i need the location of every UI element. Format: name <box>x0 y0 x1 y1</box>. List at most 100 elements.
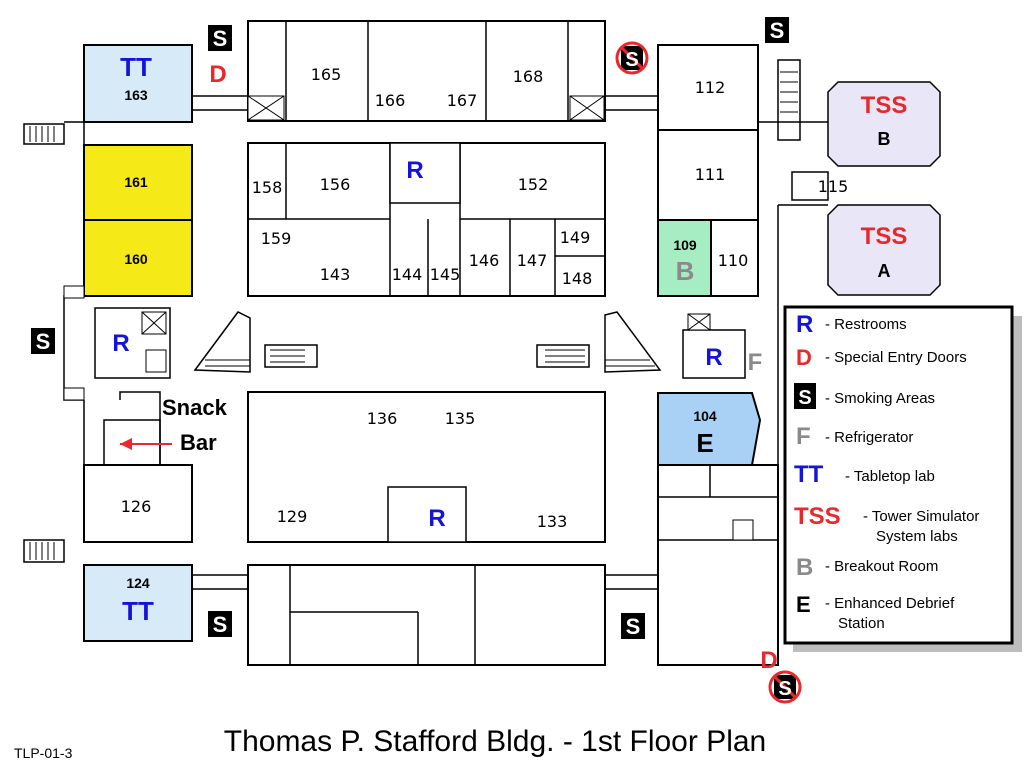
tt163-num: 163 <box>124 87 148 103</box>
east-corridor <box>758 59 829 630</box>
room-146-label: 146 <box>469 251 500 270</box>
b109-code: B <box>676 256 695 286</box>
legend-refrigerator: - Refrigerator <box>825 429 913 446</box>
tt124-code: TT <box>122 596 154 626</box>
room-126[interactable]: 126 <box>83 464 193 543</box>
room-161-label: 161 <box>124 174 148 190</box>
room-111[interactable]: 111 <box>657 129 759 221</box>
room-156-label: 156 <box>320 175 351 194</box>
legend-sym-door: D <box>796 345 812 370</box>
tssa-letter: A <box>878 261 891 281</box>
room-167-label: 167 <box>447 91 478 110</box>
legend-system-labs: System labs <box>876 528 958 545</box>
room-159-label: 159 <box>261 229 292 248</box>
east-south-rooms <box>657 464 779 666</box>
snack-bar[interactable]: Snack Bar <box>83 391 228 466</box>
room-145-label: 145 <box>430 265 461 284</box>
room-160-label: 160 <box>124 251 148 267</box>
room-160[interactable]: 160 <box>83 219 193 297</box>
bar-label: Bar <box>180 430 217 455</box>
room-136-label: 136 <box>367 409 398 428</box>
legend-sym-restroom: R <box>796 311 813 338</box>
restroom-west-label: R <box>112 330 129 357</box>
tssb-letter: B <box>878 129 891 149</box>
legend-enhanced-debrief: - Enhanced Debrief <box>825 595 955 612</box>
legend-sym-fridge: F <box>796 423 811 450</box>
slide-id: TLP-01-3 <box>14 745 73 761</box>
room-109-breakout[interactable]: 109 B <box>657 219 712 297</box>
room-148-label: 148 <box>562 269 593 288</box>
room-126-label: 126 <box>121 497 152 516</box>
room-112[interactable]: 112 <box>657 44 759 131</box>
refrigerator-label: F <box>748 349 763 376</box>
tt163-code: TT <box>120 52 152 82</box>
tssa-code: TSS <box>861 223 908 250</box>
west-wing-walls <box>23 121 85 563</box>
legend-sym-smoking: S <box>798 387 811 409</box>
room-111-label: 111 <box>695 165 726 184</box>
room-147-label: 147 <box>517 251 548 270</box>
west-restroom-block[interactable]: R <box>94 307 171 379</box>
room-165-label: 165 <box>311 65 342 84</box>
room-163-tabletop[interactable]: TT 163 <box>83 44 193 123</box>
restroom-east-label: R <box>705 344 722 371</box>
central-staircases <box>193 311 662 373</box>
legend-tower-sim: - Tower Simulator <box>863 508 979 525</box>
no-smoking-icon <box>768 670 802 704</box>
tt124-num: 124 <box>126 575 150 591</box>
legend-breakout: - Breakout Room <box>825 558 938 575</box>
smoking-area-markers <box>31 17 789 639</box>
south-block <box>247 564 606 666</box>
tss-lab-b[interactable]: TSS B <box>827 81 941 167</box>
room-129-label: 129 <box>277 507 308 526</box>
room-133-label: 133 <box>537 512 568 531</box>
room-110-label: 110 <box>718 251 749 270</box>
page-title: Thomas P. Stafford Bldg. - 1st Floor Pla… <box>224 725 767 758</box>
room-115-label: 115 <box>818 177 849 196</box>
room-152-label: 152 <box>518 175 549 194</box>
smoking-sw: S <box>213 612 228 637</box>
east-restroom-block[interactable]: R <box>682 313 746 379</box>
corridor-doors <box>192 95 658 590</box>
north-block <box>247 20 606 122</box>
room-168-label: 168 <box>513 67 544 86</box>
b109-num: 109 <box>673 237 697 253</box>
central-south-block <box>247 391 606 543</box>
legend-smoking: - Smoking Areas <box>825 390 935 407</box>
special-door-nw: D <box>209 61 226 88</box>
room-135-label: 135 <box>445 409 476 428</box>
room-110[interactable]: 110 <box>710 219 759 297</box>
tss-lab-a[interactable]: TSS A <box>827 204 941 296</box>
e104-num: 104 <box>693 408 717 424</box>
e104-code: E <box>696 428 713 458</box>
smoking-w: S <box>36 329 51 354</box>
snack-label: Snack <box>162 395 228 420</box>
restroom-south-label: R <box>428 505 445 532</box>
room-144-label: 144 <box>392 265 423 284</box>
smoking-nw: S <box>213 26 228 51</box>
no-smoking-south-s: S <box>778 678 791 700</box>
legend-restrooms: - Restrooms <box>825 316 907 333</box>
no-smoking-north-s: S <box>625 49 638 71</box>
special-door-se: D <box>760 647 777 674</box>
room-166-label: 166 <box>375 91 406 110</box>
room-104-enhanced-debrief[interactable]: 104 E <box>657 392 762 466</box>
room-161[interactable]: 161 <box>83 144 193 221</box>
legend-sym-breakout: B <box>796 554 813 581</box>
room-158-label: 158 <box>252 178 283 197</box>
smoking-se: S <box>626 614 641 639</box>
legend-sym-enhanced: E <box>796 592 811 617</box>
smoking-ne: S <box>770 18 785 43</box>
room-124-tabletop[interactable]: 124 TT <box>83 564 193 642</box>
legend-station: Station <box>838 615 885 632</box>
tssb-code: TSS <box>861 92 908 119</box>
legend-sym-tss: TSS <box>794 503 841 530</box>
legend-sym-tabletop: TT <box>794 461 824 488</box>
middle-north-block <box>247 142 606 297</box>
legend-special-doors: - Special Entry Doors <box>825 349 967 366</box>
no-smoking-icon <box>615 41 649 75</box>
room-143-label: 143 <box>320 265 351 284</box>
room-112-label: 112 <box>695 78 726 97</box>
legend-tabletop: - Tabletop lab <box>845 468 935 485</box>
